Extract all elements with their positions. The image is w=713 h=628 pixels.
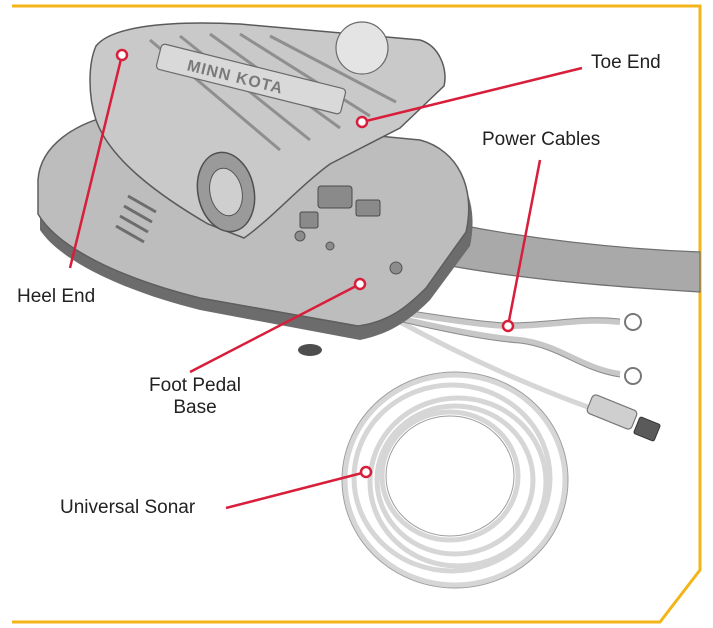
label-heel-end: Heel End [17, 286, 96, 307]
label-universal-sonar: Universal Sonar [60, 497, 196, 518]
pedal-base-screws [294, 230, 403, 275]
label-power-cables: Power Cables [482, 129, 601, 150]
callout-dot-toe [355, 115, 369, 129]
sonar-cable-coil-outline [341, 371, 569, 589]
sonar-cable-coil [342, 372, 568, 588]
pedal-foot [298, 344, 322, 356]
label-foot-pedal-base: Foot Pedal Base [140, 375, 250, 419]
callout-lines [68, 54, 583, 510]
callout-dot-foot [353, 277, 367, 291]
callout-dot-sonar [359, 465, 373, 479]
callout-line-toe [361, 66, 583, 124]
callout-dots [115, 48, 515, 479]
pedal-toe-knob [335, 21, 389, 75]
ring-terminals [624, 313, 642, 385]
callout-line-foot [189, 282, 361, 374]
callout-line-heel [68, 54, 124, 269]
callout-dot-heel [115, 48, 129, 62]
label-foot-pedal-base-line1: Foot Pedal [149, 375, 241, 396]
callout-line-power [506, 159, 542, 327]
label-toe-end: Toe End [591, 52, 661, 73]
callout-line-sonar [225, 470, 367, 510]
callout-dot-power [501, 319, 515, 333]
label-foot-pedal-base-line2: Base [173, 397, 217, 418]
pedal-base-vents [115, 194, 157, 244]
pedal-top [89, 22, 446, 239]
pedal-internal-gears [299, 185, 381, 229]
frame-border [12, 4, 702, 624]
pedal-pivot-wheel [196, 151, 256, 233]
main-power-cord [399, 211, 701, 293]
sonar-connector [586, 394, 661, 442]
sonar-cable-lead [398, 319, 597, 413]
